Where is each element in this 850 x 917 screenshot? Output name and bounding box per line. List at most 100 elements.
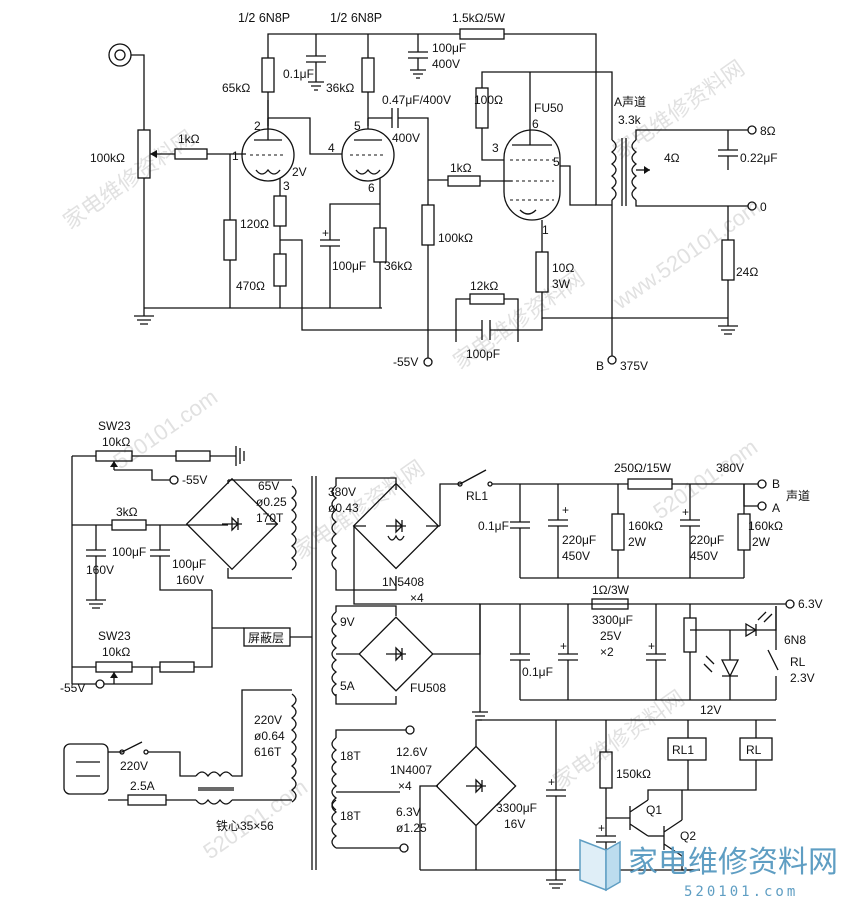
- o0-label: 0: [760, 200, 767, 214]
- v25-label: 25V: [600, 629, 621, 643]
- r-470: [273, 253, 287, 287]
- c220a-label: 220μF: [562, 533, 596, 547]
- q1-label: Q1: [646, 803, 662, 817]
- d125-label: ø1.25: [396, 821, 427, 835]
- r470-label: 470Ω: [236, 279, 265, 293]
- o8-label: 8Ω: [760, 124, 776, 138]
- rl-switch: [767, 649, 779, 671]
- w3-label: 3W: [552, 277, 571, 291]
- r-36k-a: [361, 57, 375, 93]
- v63-label: 6.3V: [798, 597, 823, 611]
- t170-label: 170T: [256, 511, 284, 525]
- r-120: [273, 195, 287, 227]
- r100-label: 100Ω: [474, 93, 503, 107]
- r-24: [721, 239, 735, 281]
- tube-fu50: [503, 129, 561, 221]
- v9-label: 9V: [340, 615, 355, 629]
- mains-plug: [63, 743, 109, 795]
- core-label: 铁心35×56: [216, 819, 274, 833]
- r250-label: 250Ω/15W: [614, 461, 672, 475]
- t616-label: 616T: [254, 745, 282, 759]
- v380b-label: 380V: [716, 461, 744, 475]
- r100k-label: 100kΩ: [438, 231, 473, 245]
- c-01-lv: [510, 653, 530, 661]
- sw23a-label: SW23: [98, 419, 131, 433]
- plus-sign: +: [682, 505, 689, 519]
- r-3k: [111, 519, 147, 531]
- tube1-label: 1/2 6N8P: [238, 11, 290, 25]
- c-delay: [596, 835, 616, 843]
- x4b-label: ×4: [398, 779, 412, 793]
- shield-label: 屏蔽层: [248, 631, 284, 645]
- r160b-label: 160kΩ: [748, 519, 783, 533]
- bridge-12v: [435, 745, 517, 827]
- site-logo: 家电维修资料网 520101.com: [579, 838, 838, 900]
- c-100u: [320, 239, 340, 247]
- n4007-label: 1N4007: [390, 763, 432, 777]
- v160a-label: 160V: [86, 563, 114, 577]
- v160b-label: 160V: [176, 573, 204, 587]
- c100u-label: 100μF: [332, 259, 366, 273]
- r36kb-label: 36kΩ: [384, 259, 412, 273]
- r-100k: [421, 204, 435, 246]
- pin-label: 3: [283, 179, 290, 193]
- pin-label: 1: [232, 149, 239, 163]
- c-01-hv: [510, 521, 530, 529]
- c01-label: 0.1μF: [283, 67, 314, 81]
- transistor-q1: [629, 799, 649, 837]
- bridge-a: [185, 477, 279, 571]
- r-sw-b: [159, 661, 195, 673]
- r-led: [683, 617, 697, 653]
- c3300b-label: 3300μF: [496, 801, 537, 815]
- r-36k-b: [373, 227, 387, 263]
- r120-label: 120Ω: [240, 217, 269, 231]
- c-047: [391, 108, 399, 128]
- watermark-layer: 家电维修资料网 家电维修资料网 家电维修资料网 家电维修资料网 家电维修资料网 …: [59, 55, 766, 864]
- coil-18t-b: [331, 799, 338, 849]
- v65-label: 65V: [258, 479, 279, 493]
- x2-label: ×2: [600, 645, 614, 659]
- fu508-label: FU508: [410, 681, 446, 695]
- output-transformer: [610, 139, 617, 201]
- logo-text: 家电维修资料网: [628, 845, 838, 880]
- v12-label: 12V: [700, 703, 721, 717]
- v380-label: 380V: [328, 485, 356, 499]
- r1k5-label: 1.5kΩ/5W: [452, 11, 506, 25]
- transformer-core: [311, 476, 317, 870]
- c-3300-a: [558, 653, 578, 661]
- v450b-label: 450V: [690, 549, 718, 563]
- coil-18t-a: [331, 737, 338, 811]
- c3300a-label: 3300μF: [592, 613, 633, 627]
- coil-9v: [331, 611, 338, 697]
- r-12k: [469, 293, 505, 305]
- ground-symbol: [134, 315, 154, 325]
- pin-label: 4: [328, 141, 335, 155]
- n6n8-label: 6N8: [784, 633, 806, 647]
- c100a-label: 100μF: [112, 545, 146, 559]
- plus-sign: +: [562, 503, 569, 517]
- plus-sign: +: [560, 639, 567, 653]
- c-220-a: [548, 519, 568, 527]
- fuse: [127, 794, 167, 806]
- neg55b-label: -55V: [60, 681, 85, 695]
- r150k-label: 150kΩ: [616, 767, 651, 781]
- r3k-label: 3kΩ: [116, 505, 138, 519]
- r33k-label: 3.3k: [618, 113, 642, 127]
- v450a-label: 450V: [562, 549, 590, 563]
- led-indicator: [720, 659, 740, 678]
- v220-label: 220V: [254, 713, 282, 727]
- plus-sign: +: [648, 639, 655, 653]
- d043-label: ø0.43: [328, 501, 359, 515]
- r-sw-a: [175, 450, 211, 462]
- r-1-3w: [591, 598, 629, 610]
- relay-rl1: [667, 737, 707, 761]
- v23-label: 2.3V: [790, 671, 815, 685]
- v400b-label: 400V: [392, 131, 420, 145]
- o4-label: 4Ω: [664, 151, 680, 165]
- ch-label: 声道: [786, 489, 810, 503]
- b-label: B: [772, 477, 780, 491]
- pin-label: 5: [553, 155, 560, 169]
- watermark-text: www.520101.com: [608, 194, 765, 315]
- led-6n8: [745, 622, 758, 638]
- transistor-q2: [663, 819, 683, 857]
